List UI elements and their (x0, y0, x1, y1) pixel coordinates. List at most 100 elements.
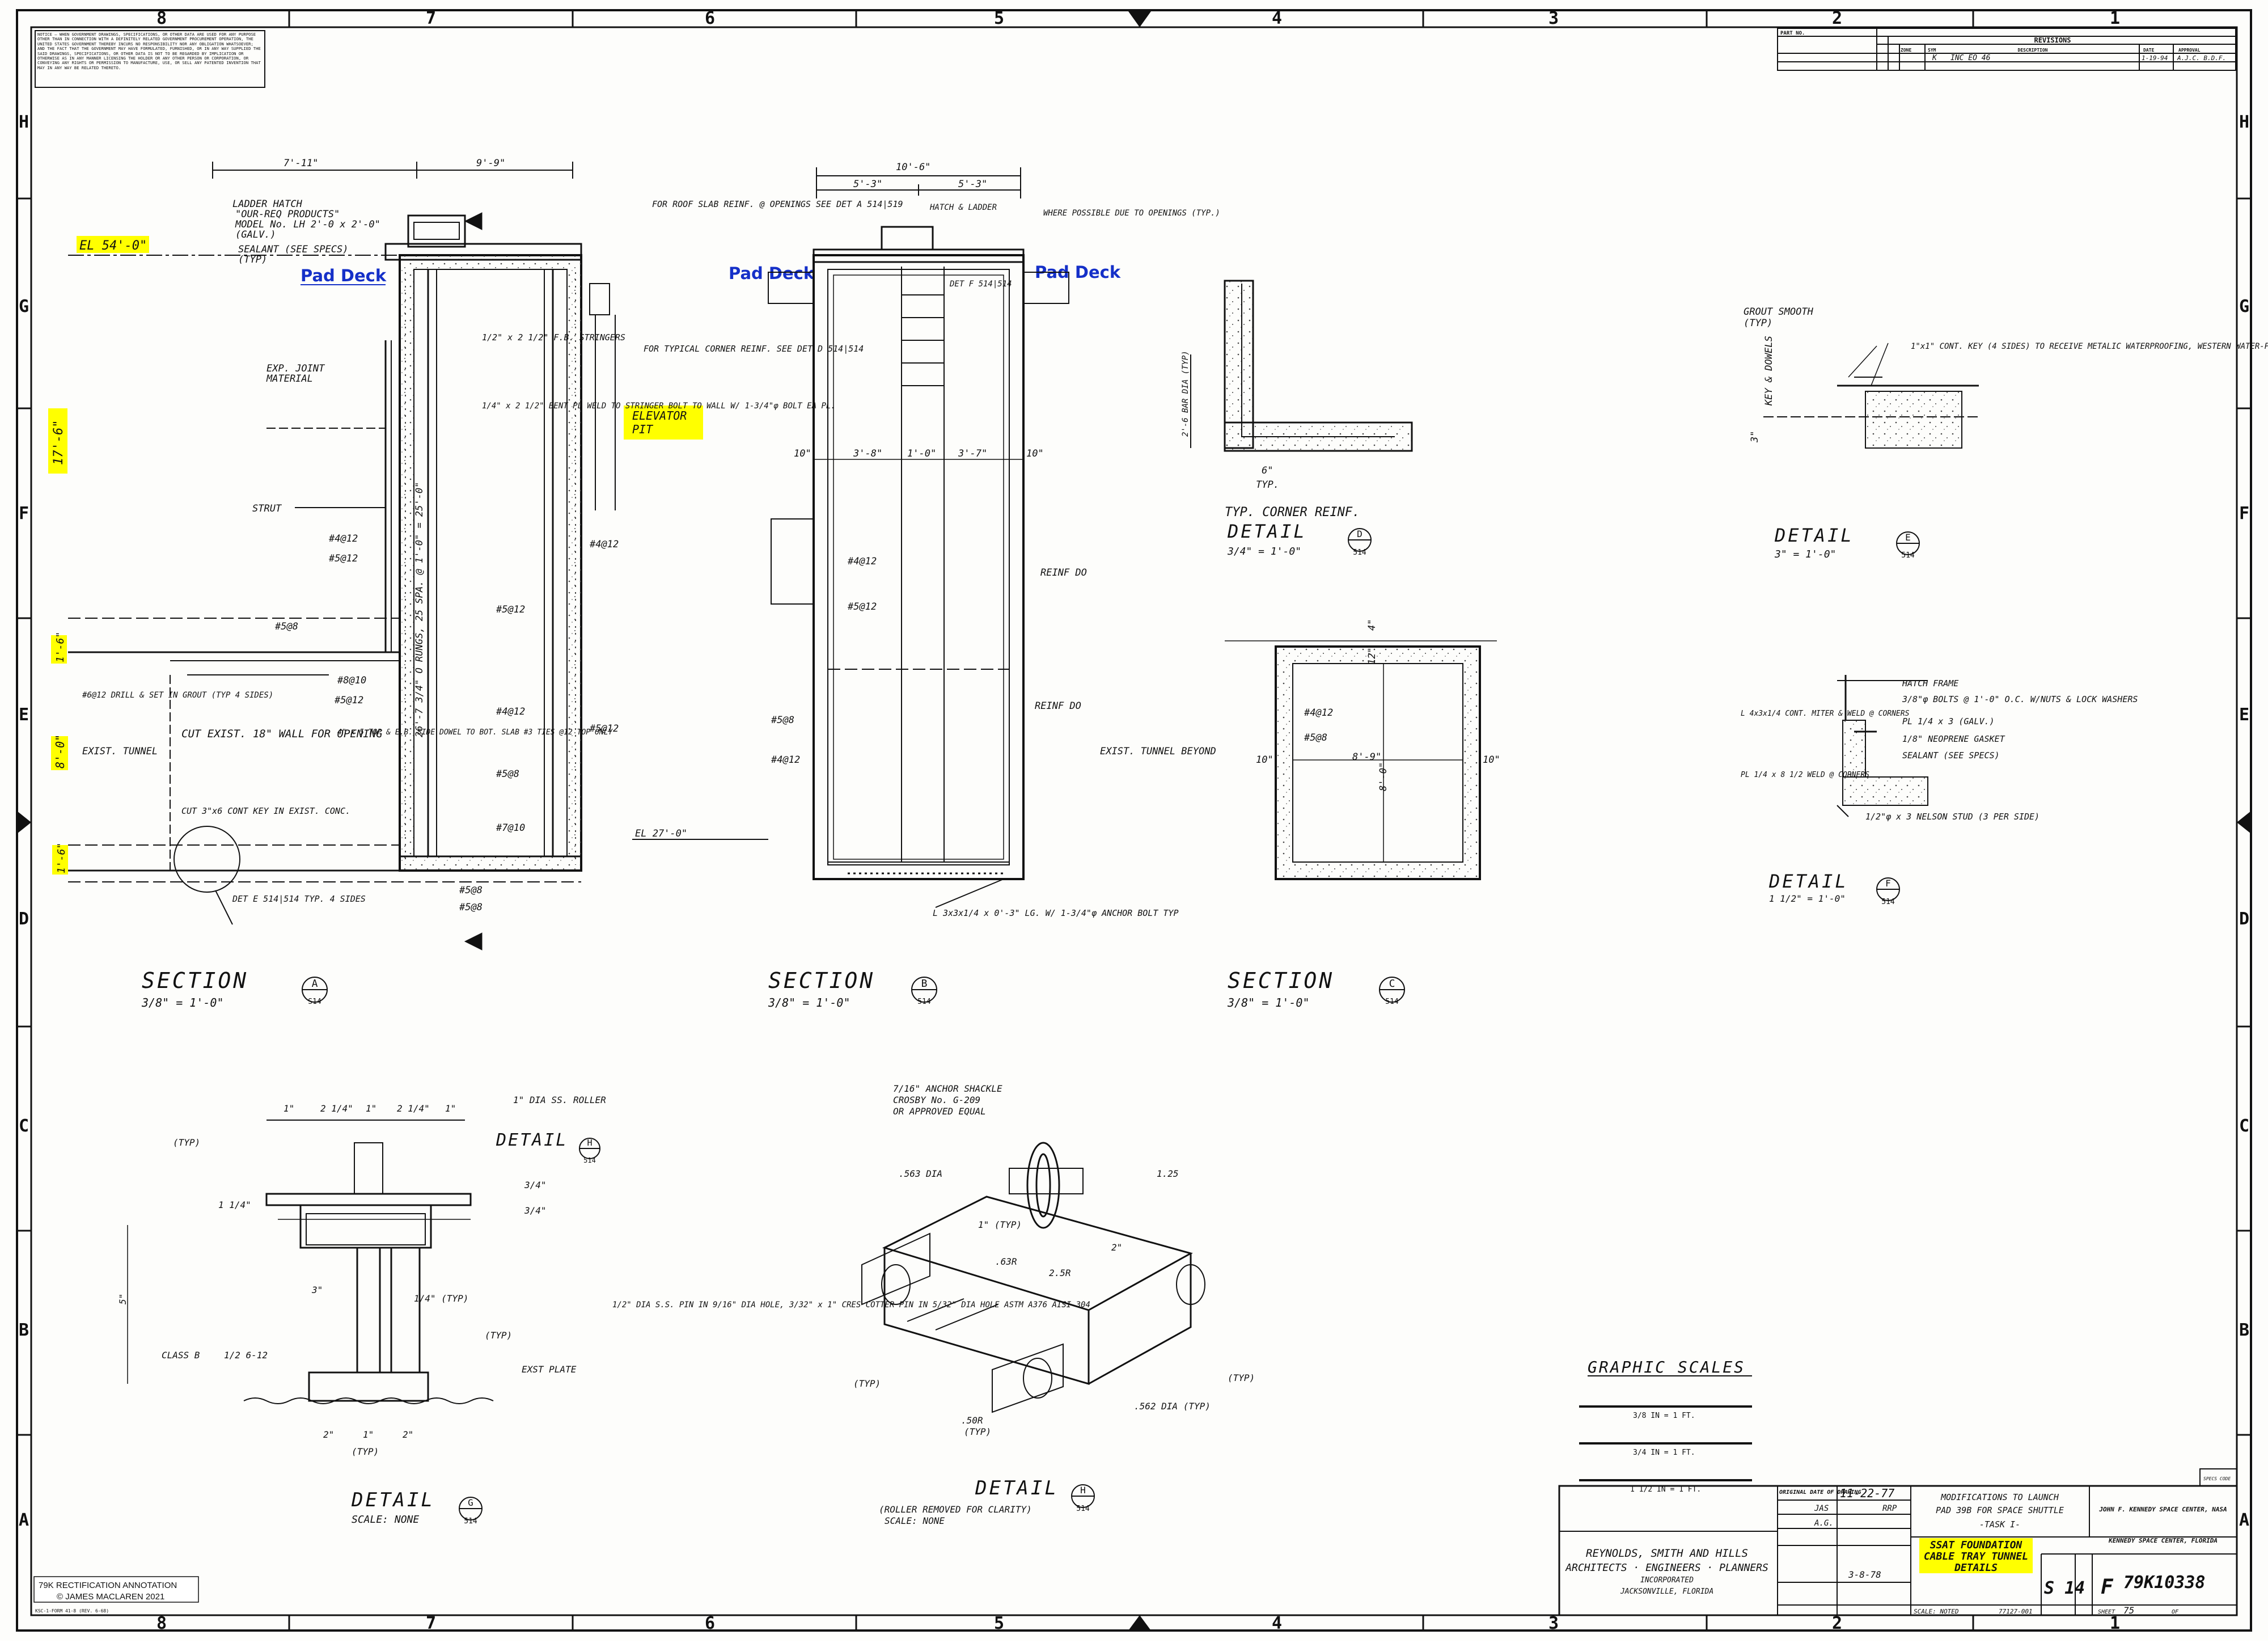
elevator-pit-label-1: ELEVATOR (632, 409, 687, 423)
detail-d-title: DETAIL (1227, 521, 1307, 542)
zone-row-left-B: B (19, 1320, 29, 1340)
detail-g-note-3: 2 1/4" (397, 1103, 430, 1114)
revisions-row-approval: A.J.C. B.D.F. (2177, 54, 2226, 62)
graphic-scales-title: GRAPHIC SCALES (1588, 1358, 1745, 1376)
detail-e-note-4: 3" (1749, 431, 1761, 443)
section-a-ref-sheet: S14 (308, 998, 321, 1006)
tb-specs-code: SPECS CODE (2203, 1476, 2231, 1481)
revisions-row-date: 1-19-94 (2142, 54, 2168, 62)
tb-firm-3: INCORPORATED (1640, 1576, 1694, 1585)
sec-a-note-30: #7@10 (496, 822, 525, 834)
detail-f-title: DETAIL (1768, 871, 1848, 892)
detail-h-note-0: 7/16" ANCHOR SHACKLE (893, 1083, 1002, 1094)
section-b-ref-sheet: 514 (917, 998, 931, 1006)
detail-g-note-2: 1" (366, 1103, 376, 1114)
elevator-pit-highlight (624, 406, 703, 440)
sec-a-note-13: #5@12 (334, 695, 363, 706)
detail-e-note-3: KEY & DOWELS (1763, 336, 1775, 406)
detail-g-note-18: 1" (363, 1429, 374, 1440)
sec-a-note-21: FOR TYPICAL CORNER REINF. SEE DET D 514|… (644, 344, 864, 354)
section-b-title: SECTION 3/8" = 1'-0" B 514 (768, 968, 937, 1010)
revisions-row-description: INC EO 46 (1950, 54, 1991, 62)
detail-g-note-9: 3/4" (524, 1205, 547, 1216)
sec-a-note-20: 1/2" x 2 1/2" F.B. STRINGERS (482, 332, 625, 343)
annotation-box: 79K RECTIFICATION ANNOTATION © JAMES MAC… (33, 1576, 199, 1603)
detail-h-note-12: .562 DIA (TYP) (1134, 1401, 1211, 1412)
tb-size-letter: F (2101, 1576, 2114, 1599)
detail-g-note-15: (TYP) (485, 1330, 512, 1341)
sec-b-dim-5-3-right: 5'-3" (958, 179, 987, 190)
sec-a-note-18: DET E 514|514 TYP. 4 SIDES (232, 894, 366, 904)
detail-f-note-7: 1/2"φ x 3 NELSON STUD (3 PER SIDE) (1865, 812, 2039, 822)
zone-col-top-4: 4 (1272, 9, 1282, 28)
sec-b-dim-10-6: 10'-6" (896, 162, 930, 173)
sec-b-dim-5-3-left: 5'-3" (853, 179, 882, 190)
sec-b-dim-3-8: 3'-8" (853, 448, 882, 459)
tb-of: OF (2172, 1609, 2179, 1615)
detail-f-note-0: HATCH FRAME (1902, 678, 1958, 689)
detail-g-note-13: CLASS B (162, 1350, 200, 1361)
sec-a-dim-9-9: 9'-9" (476, 158, 505, 169)
sec-b-note-6: REINF DO (1035, 700, 1081, 712)
detail-d-ref-letter: D (1357, 529, 1363, 539)
detail-h-callout-letter: H (587, 1138, 592, 1148)
detail-e-title: DETAIL (1774, 525, 1854, 546)
sec-a-note-8: STRUT (252, 503, 282, 514)
title-block (1558, 1468, 2238, 1616)
detail-g-drawing (127, 1120, 494, 1404)
detail-e-note-1: (TYP) (1744, 318, 1772, 329)
detail-f-note-4: 1/8" NEOPRENE GASKET (1902, 734, 2005, 744)
tb-drawing-title-2: CABLE TRAY TUNNEL (1924, 1551, 2028, 1562)
dim-1-6-bot-highlight (52, 845, 68, 875)
sec-a-note-31: #5@8 (459, 885, 483, 896)
detail-h-note-2: OR APPROVED EQUAL (893, 1106, 986, 1117)
center-arrow-top-icon (1128, 11, 1151, 27)
detail-d-ref-sheet: 514 (1353, 548, 1366, 557)
zone-col-bottom-5: 5 (994, 1614, 1004, 1633)
sec-a-note-14: #6@12 DRILL & SET IN GROUT (TYP 4 SIDES) (82, 691, 273, 700)
detail-h-note-13: (TYP) (1228, 1372, 1255, 1383)
sec-a-note-10: #5@12 (328, 553, 358, 564)
detail-g-note-5: 1" DIA SS. ROLLER (513, 1095, 606, 1105)
section-b-title-text: SECTION (768, 968, 875, 993)
dim-1-6-top-label: 1'-6" (54, 632, 66, 662)
zone-col-top-6: 6 (705, 9, 715, 28)
sec-a-note-25: #4@12 (589, 539, 619, 550)
sec-b-dim-1-0: 1'-0" (907, 448, 936, 459)
sec-a-note-29: #5@8 (496, 768, 519, 780)
sec-a-note-27: #4@12 (496, 706, 525, 717)
detail-e-scale: 3" = 1'-0" (1774, 548, 1836, 560)
tb-original-date: 11-22-77 (1840, 1486, 1894, 1500)
detail-f-note-3: L 4x3x1/4 CONT. MITER & WELD @ CORNERS (1741, 709, 1910, 718)
detail-g-note-20: (TYP) (352, 1446, 379, 1457)
sec-b-note-1: WHERE POSSIBLE DUE TO OPENINGS (TYP.) (1043, 209, 1220, 218)
detail-h-ref-sheet: 514 (1076, 1505, 1090, 1513)
revisions-table (1777, 28, 2236, 71)
detail-g-title: DETAIL (351, 1489, 435, 1511)
sec-a-note-26: #5@12 (496, 604, 525, 615)
detail-g-note-1: 2 1/4" (320, 1103, 353, 1114)
tb-firm-1: REYNOLDS, SMITH AND HILLS (1586, 1547, 1748, 1560)
tb-agency-1: JOHN F. KENNEDY SPACE CENTER, NASA (2098, 1506, 2227, 1513)
tb-project-3: -TASK I- (1979, 1519, 2020, 1530)
annotation-line-1: 79K RECTIFICATION ANNOTATION (39, 1581, 177, 1590)
sec-c-note-4: 10" (1256, 754, 1273, 766)
zone-row-left-E: E (19, 705, 29, 725)
sec-c-note-5: 10" (1483, 754, 1500, 766)
sec-a-note-5: (TYP) (238, 254, 267, 265)
detail-g-note-19: 2" (403, 1429, 413, 1440)
sec-a-note-6: EXP. JOINT (266, 363, 325, 374)
pad-deck-label-b-left: Pad Deck (729, 264, 815, 283)
graphic-scales: GRAPHIC SCALES 3/8 IN = 1 FT. 3/4 IN = 1… (1579, 1358, 1752, 1494)
section-a-title-text: SECTION (142, 968, 248, 993)
zone-col-bottom-7: 7 (426, 1614, 436, 1633)
tb-original-date-label: ORIGINAL DATE OF DRAWING (1779, 1489, 1861, 1496)
detail-h-ref-letter: H (1080, 1485, 1086, 1496)
sec-c-note-6: 12" (1366, 647, 1378, 665)
sec-a-note-11: #5@8 (274, 621, 298, 632)
zone-col-top-3: 3 (1548, 9, 1559, 28)
detail-g-note-11: 1/4" (TYP) (414, 1293, 468, 1304)
detail-d-scale: 3/4" = 1'-0" (1227, 546, 1301, 557)
detail-g-note-16: EXST PLATE (522, 1364, 577, 1375)
